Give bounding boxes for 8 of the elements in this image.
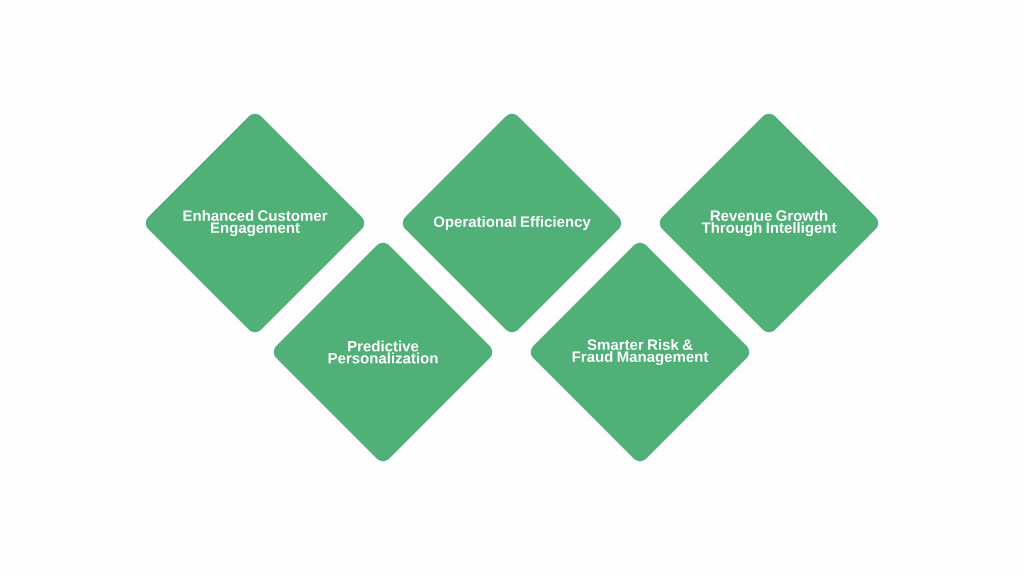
node-label: Operational Efficiency xyxy=(433,216,591,230)
node-label: Smarter Risk & Fraud Management xyxy=(572,338,709,366)
diamond-box: Revenue Growth Through Intelligent xyxy=(659,113,879,333)
diamond-box: Predictive Personalization xyxy=(273,242,493,462)
diamond-box: Smarter Risk & Fraud Management xyxy=(530,242,750,462)
node-label: Predictive Personalization xyxy=(328,340,438,364)
diamond-box: Enhanced Customer Engagement xyxy=(145,113,365,333)
diamond-box: Operational Efficiency xyxy=(402,113,622,333)
